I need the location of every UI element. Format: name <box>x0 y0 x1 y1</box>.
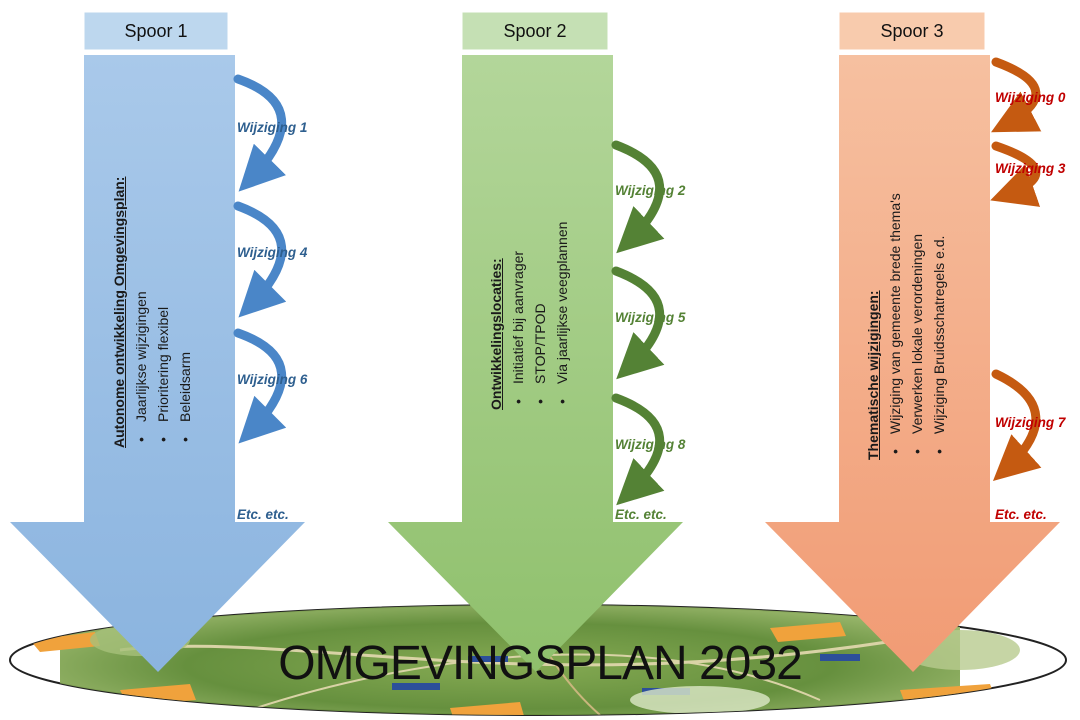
track-2-header <box>461 11 609 51</box>
track-1-title: Autonome ontwikkeling Omgevingsplan: <box>111 176 127 448</box>
track-3-change-label: Wijziging 7 <box>995 415 1066 430</box>
track-1-change-curve-1 <box>233 74 287 192</box>
track-3-etc: Etc. etc. <box>995 507 1047 522</box>
track-2-bullet: Via jaarlijkse veegplannen <box>551 222 573 410</box>
track-3-bullet: Verwerken lokale verordeningen <box>906 193 928 460</box>
track-2-etc: Etc. etc. <box>615 507 667 522</box>
track-1-bullets: Jaarlijkse wijzigingen Prioritering flex… <box>130 177 196 448</box>
track-1-change-label: Wijziging 6 <box>237 372 308 387</box>
track-1-change-curve-3 <box>233 328 287 444</box>
track-3-header <box>838 11 986 51</box>
plan-title: OMGEVINGSPLAN 2032 <box>278 637 803 690</box>
track-3-change-curve-3 <box>991 369 1042 482</box>
track-1-bullet: Prioritering flexibel <box>152 177 174 448</box>
track-3-bullets: Wijziging van gemeente brede thema's Ver… <box>884 193 950 460</box>
track-3-change-curve-1 <box>991 57 1042 133</box>
track-1-description: Autonome ontwikkeling Omgevingsplan: Jaa… <box>108 177 196 448</box>
track-3-bullet: Wijziging Bruidsschatregels e.d. <box>928 193 950 460</box>
track-2-change-label: Wijziging 2 <box>615 183 686 198</box>
track-2-change-curve-3 <box>611 393 665 506</box>
track-1-header <box>83 11 229 51</box>
track-3-header-label: Spoor 3 <box>880 20 944 41</box>
track-2-bullet: Initiatief bij aanvrager <box>507 222 529 410</box>
track-2-header-label: Spoor 2 <box>503 20 567 41</box>
track-1-change-label: Wijziging 4 <box>237 245 308 260</box>
track-1-bullet: Jaarlijkse wijzigingen <box>130 177 152 448</box>
track-3-change-curve-2 <box>990 141 1041 207</box>
track-2-change-label: Wijziging 8 <box>615 437 686 452</box>
plan-map <box>9 604 1067 716</box>
track-1-change-curve-2 <box>233 201 287 318</box>
track-2-bullets: Initiatief bij aanvrager STOP/TPOD Via j… <box>507 222 573 410</box>
track-1-bullet: Beleidsarm <box>174 177 196 448</box>
track-2-title: Ontwikkelingslocaties: <box>488 258 504 410</box>
track-2-change-curve-1 <box>611 140 665 254</box>
track-1-etc: Etc. etc. <box>237 507 289 522</box>
track-3-change-label: Wijziging 0 <box>995 90 1066 105</box>
track-3-change-label: Wijziging 3 <box>995 161 1066 176</box>
track-2-bullet: STOP/TPOD <box>529 222 551 410</box>
track-1-header-label: Spoor 1 <box>124 20 188 41</box>
track-1-change-label: Wijziging 1 <box>237 120 308 135</box>
track-3-bullet: Wijziging van gemeente brede thema's <box>884 193 906 460</box>
track-2-change-curve-2 <box>611 266 665 380</box>
track-2-change-label: Wijziging 5 <box>615 310 686 325</box>
track-2-description: Ontwikkelingslocaties: Initiatief bij aa… <box>485 222 573 410</box>
track-3-title: Thematische wijzigingen: <box>865 290 881 460</box>
track-3-description: Thematische wijzigingen: Wijziging van g… <box>862 193 950 460</box>
